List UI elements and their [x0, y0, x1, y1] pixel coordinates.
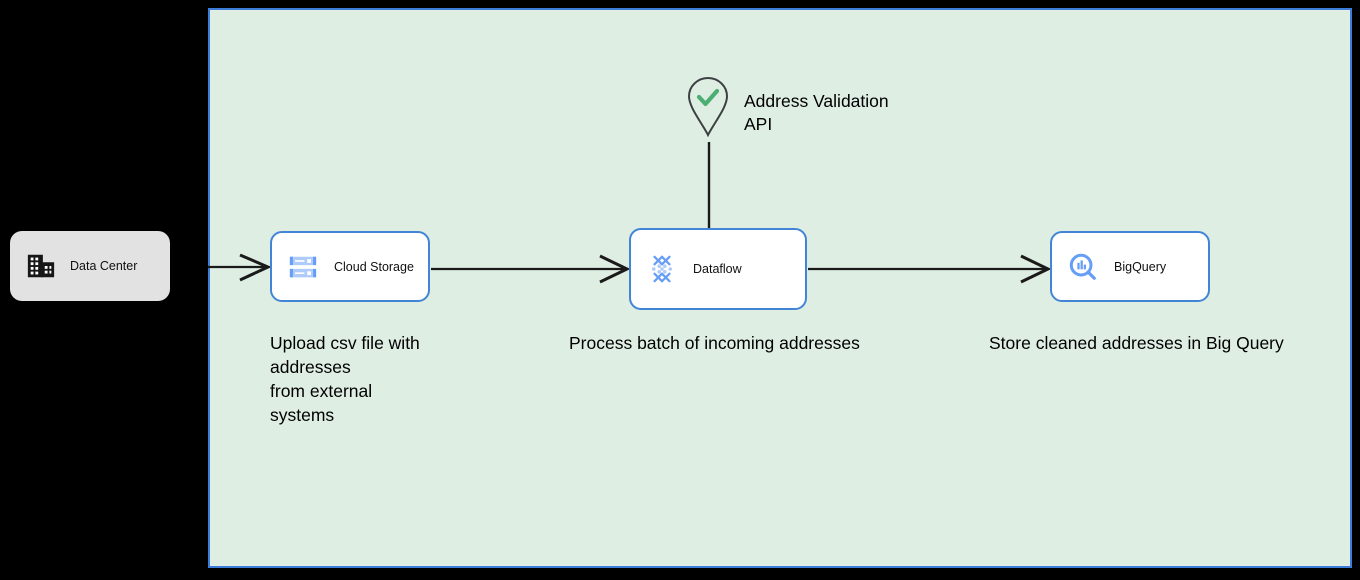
data-center-label: Data Center — [70, 259, 138, 273]
node-dataflow[interactable]: Dataflow — [629, 228, 807, 310]
dataflow-icon — [651, 255, 673, 283]
caption-dataflow: Process batch of incoming addresses — [569, 333, 860, 353]
office-building-icon — [27, 254, 55, 278]
node-bigquery[interactable]: BigQuery — [1050, 231, 1210, 302]
node-data-center[interactable]: Data Center — [10, 231, 170, 301]
address-validation-api-label: Address Validation API — [744, 91, 889, 134]
caption-cloud-storage: Upload csv file with addresses from exte… — [270, 333, 420, 425]
dataflow-label: Dataflow — [693, 262, 742, 276]
caption-bigquery: Store cleaned addresses in Big Query — [989, 333, 1284, 353]
bigquery-label: BigQuery — [1114, 259, 1167, 274]
map-pin-check-icon — [687, 76, 729, 138]
node-cloud-storage[interactable]: Cloud Storage — [270, 231, 430, 302]
node-address-validation-api[interactable]: Address Validation API — [686, 76, 889, 138]
bigquery-icon — [1069, 253, 1096, 280]
cloud-storage-icon — [289, 256, 317, 277]
cloud-storage-label: Cloud Storage — [334, 259, 414, 274]
